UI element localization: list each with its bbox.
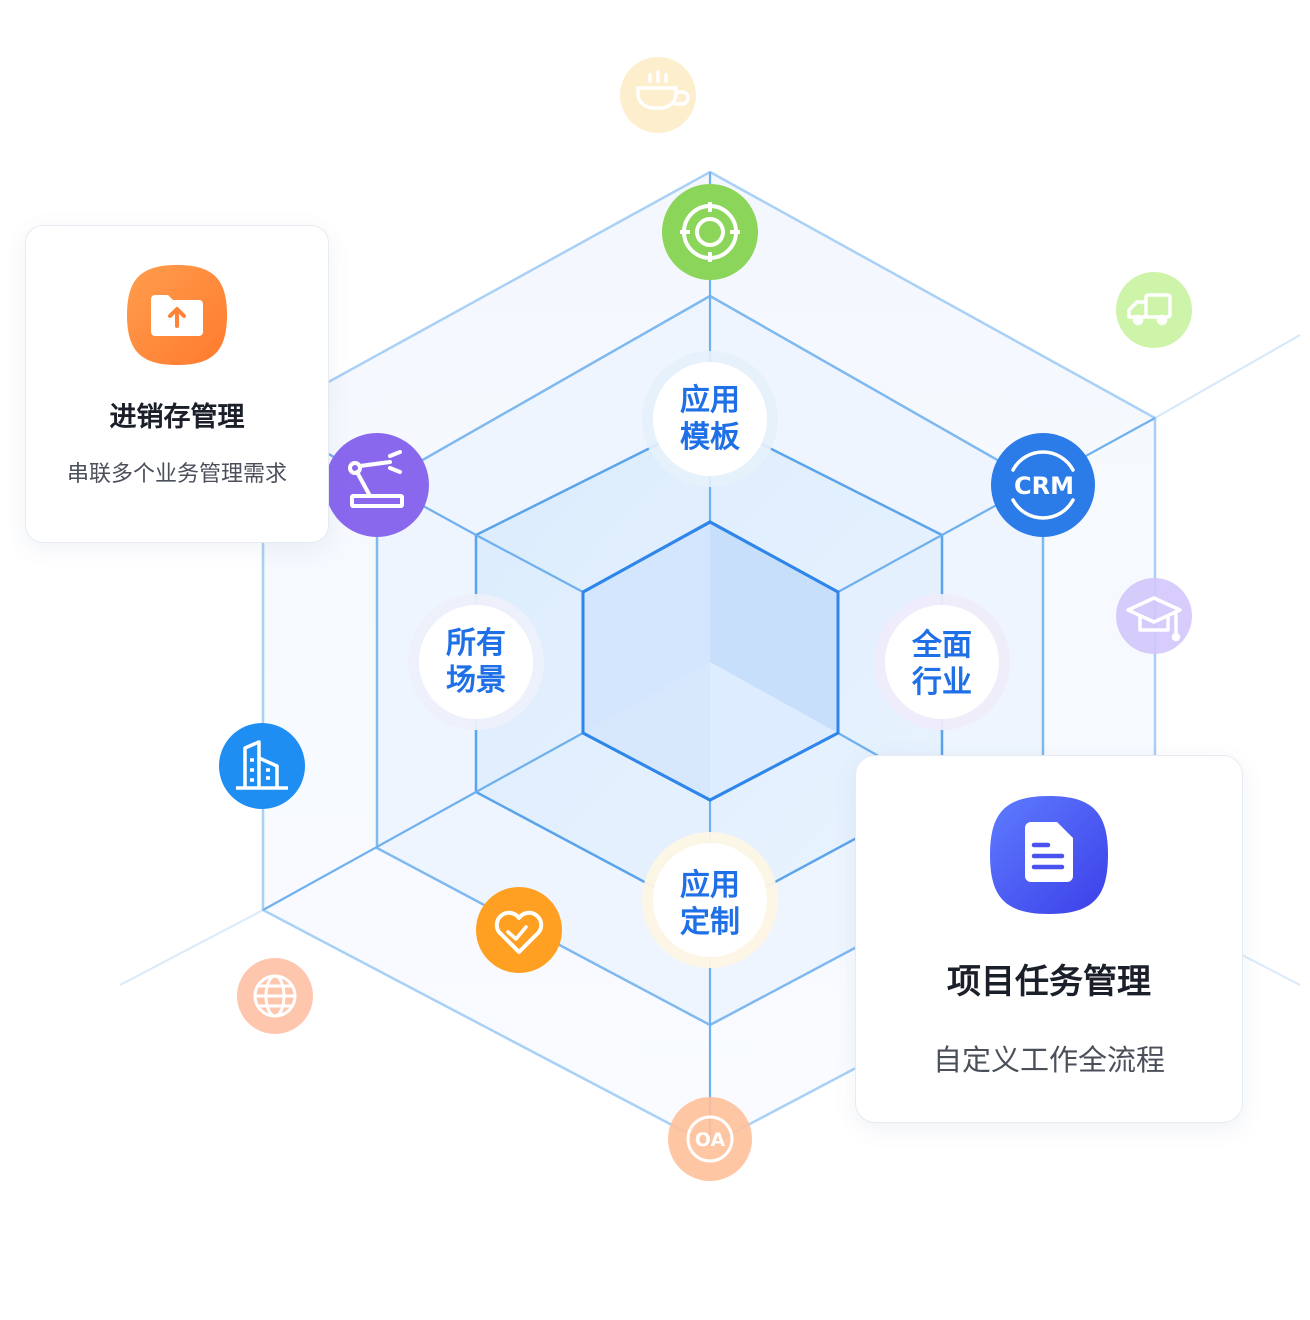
hub-node-template-line2: 模板: [680, 420, 740, 455]
target-icon[interactable]: [662, 184, 758, 280]
graduation-cap-icon[interactable]: [1116, 578, 1192, 654]
robot-arm-icon[interactable]: [325, 433, 429, 537]
folder-upload-icon: [127, 265, 227, 365]
inventory-card-title: 进销存管理: [109, 402, 245, 433]
hub-node-scenarios-line1: 所有: [446, 626, 506, 661]
crm-icon-label: CRM: [1014, 472, 1074, 500]
hub-node-industries[interactable]: 全面 行业: [874, 594, 1010, 730]
project-card-title: 项目任务管理: [947, 962, 1151, 1002]
center-cube: [581, 520, 840, 802]
hub-node-customization-line2: 定制: [680, 905, 740, 940]
hub-node-template[interactable]: 应用 模板: [642, 351, 778, 487]
hub-node-customization-line1: 应用: [680, 868, 740, 903]
hub-node-scenarios-line2: 场景: [446, 663, 506, 698]
document-icon: [990, 796, 1108, 914]
building-icon[interactable]: [219, 723, 305, 809]
project-card-subtitle: 自定义工作全流程: [932, 1043, 1165, 1077]
coffee-icon[interactable]: [620, 57, 696, 133]
oa-icon[interactable]: OA: [668, 1097, 752, 1181]
inventory-card-subtitle: 串联多个业务管理需求: [66, 462, 287, 487]
oa-icon-label: OA: [695, 1129, 726, 1151]
heart-icon[interactable]: [476, 887, 562, 973]
hub-node-template-line1: 应用: [680, 383, 740, 418]
inventory-management-card[interactable]: 进销存管理 串联多个业务管理需求: [25, 225, 329, 543]
hub-node-industries-line1: 全面: [911, 628, 972, 663]
project-task-management-card[interactable]: 项目任务管理 自定义工作全流程: [855, 755, 1243, 1123]
truck-icon[interactable]: [1116, 272, 1192, 348]
hub-node-industries-line2: 行业: [911, 665, 972, 700]
crm-icon[interactable]: CRM: [991, 433, 1095, 537]
hub-node-customization[interactable]: 应用 定制: [642, 832, 778, 968]
globe-icon[interactable]: [237, 958, 313, 1034]
hub-node-scenarios[interactable]: 所有 场景: [408, 594, 544, 730]
